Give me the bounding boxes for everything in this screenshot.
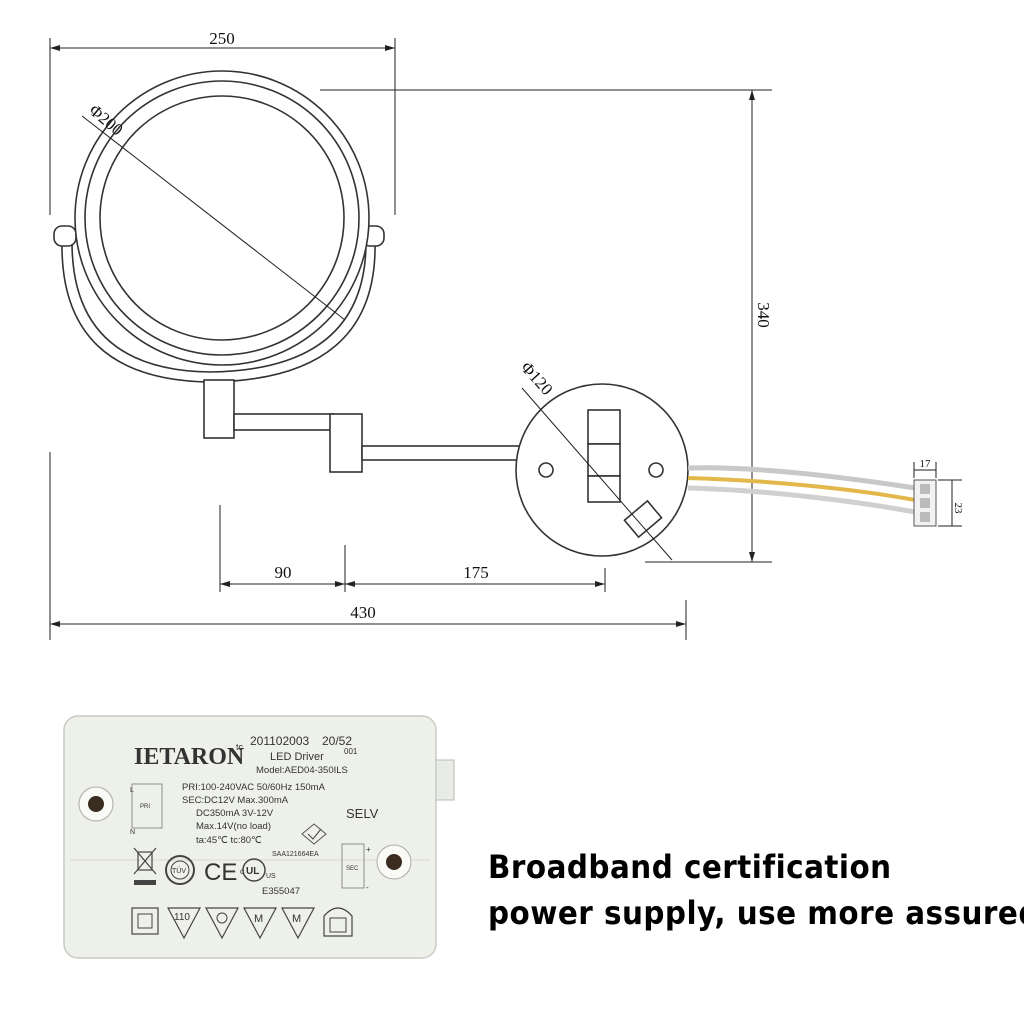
- rcm-mark-icon: [301, 823, 327, 845]
- dim-340-label: 340: [754, 302, 773, 328]
- dimension-340: 340: [320, 89, 773, 563]
- slogan-line-1: Broadband certification: [488, 848, 892, 886]
- sec-terminal-marking: SEC + -: [341, 843, 371, 892]
- sec-minus-label: -: [366, 883, 369, 892]
- dim-430-label: 430: [350, 603, 376, 622]
- dimension-90-175: 90 175: [219, 505, 606, 592]
- mirror-head: Φ200: [74, 70, 370, 366]
- dim-diameter-120-label: Φ120: [517, 358, 557, 399]
- dim-90-label: 90: [275, 563, 292, 582]
- sec-plus-label: +: [366, 845, 371, 854]
- driver-max: Max.14V(no load): [196, 821, 271, 832]
- wall-base-plate: Φ120: [515, 358, 689, 561]
- driver-dc: DC350mA 3V-12V: [196, 808, 274, 819]
- driver-date-code: 20/52: [322, 734, 352, 748]
- class-110-triangle-icon: 110: [167, 907, 201, 940]
- driver-model: Model:AED04-350ILS: [256, 765, 348, 776]
- pri-n-label: N: [130, 829, 135, 836]
- driver-file-no: E355047: [262, 886, 300, 897]
- tuv-label: TÜV: [172, 867, 186, 875]
- driver-saa: SAA121664EA: [272, 851, 319, 858]
- ul-mark-icon: UL c US: [240, 858, 276, 882]
- class-110-label: 110: [174, 912, 190, 923]
- ul-c-label: c: [240, 867, 244, 876]
- ul-label: UL: [246, 866, 259, 877]
- tuv-mark-icon: TÜV: [165, 855, 195, 885]
- driver-brand: IETARON: [134, 744, 245, 770]
- driver-brand-mark: tc: [236, 742, 244, 752]
- driver-product: LED Driver: [270, 751, 324, 763]
- driver-suffix: 001: [344, 747, 358, 756]
- dim-250-label: 250: [209, 29, 235, 48]
- driver-temps: ta:45℃ tc:80℃: [196, 835, 262, 846]
- m-label-2: M: [292, 913, 301, 925]
- m-label-1: M: [254, 913, 263, 925]
- dim-23-label: 23: [952, 503, 964, 515]
- sec-terminal-label: SEC: [346, 866, 359, 872]
- dim-17-label: 17: [920, 458, 932, 470]
- power-wires: [687, 465, 916, 515]
- pri-terminal-marking: PRI L N: [130, 783, 163, 836]
- led-driver-image: 201102003 20/52 001 IETARON tc LED Drive…: [63, 715, 455, 959]
- driver-housing: [63, 715, 437, 959]
- dimension-250: 250: [49, 29, 396, 215]
- dim-175-label: 175: [463, 563, 489, 582]
- pri-l-label: L: [130, 787, 134, 794]
- independent-driver-icon: [323, 907, 353, 937]
- weee-bin-icon: [133, 847, 157, 885]
- m-triangle-icon-1: M: [243, 907, 277, 940]
- ce-mark: CE: [204, 859, 237, 886]
- mirror-technical-drawing: 250 340 Φ200: [49, 29, 964, 640]
- screw-hole-right: [376, 844, 412, 880]
- dimension-430: 430: [49, 452, 687, 640]
- thermal-triangle-icon: [205, 907, 239, 940]
- ul-us-label: US: [266, 873, 276, 880]
- driver-pri: PRI:100-240VAC 50/60Hz 150mA: [182, 782, 326, 793]
- terminal-block: 17 23: [913, 458, 964, 527]
- m-triangle-icon-2: M: [281, 907, 315, 940]
- driver-sec: SEC:DC12V Max.300mA: [182, 795, 289, 806]
- driver-selv: SELV: [346, 806, 379, 821]
- pri-terminal-label: PRI: [140, 804, 150, 810]
- slogan-line-2: power supply, use more assured: [488, 894, 1024, 932]
- screw-hole-left: [78, 786, 114, 822]
- driver-code: 201102003: [250, 734, 310, 748]
- double-insulation-icon: [131, 907, 159, 935]
